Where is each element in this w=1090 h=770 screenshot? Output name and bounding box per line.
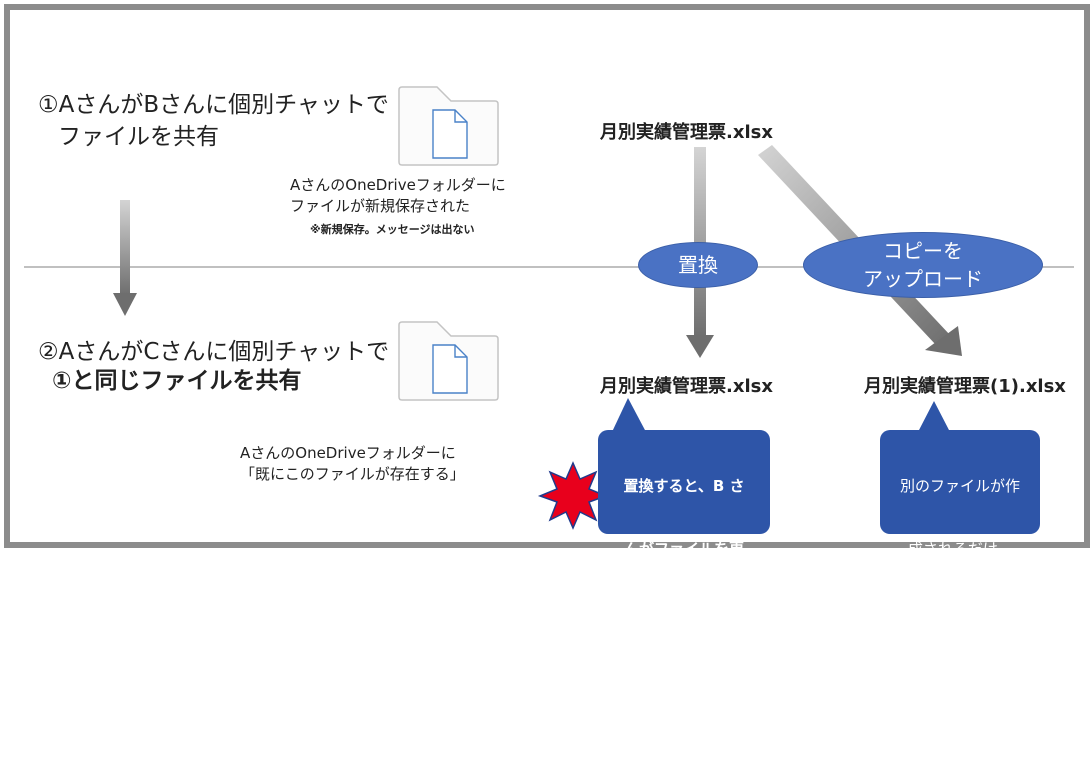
document-icon bbox=[432, 109, 468, 159]
replace-callout-line4: 更新内容が上書き bbox=[623, 666, 744, 684]
replace-callout-line2: んがファイルを更 bbox=[623, 540, 744, 558]
step-arrow-icon bbox=[113, 200, 137, 316]
replace-label: 置換 bbox=[638, 242, 758, 288]
file-replaced: 月別実績管理票.xlsx bbox=[600, 376, 773, 397]
copy-callout-line1: 別のファイルが作 bbox=[899, 477, 1020, 495]
step1-line1: ①AさんがBさんに個別チャットで bbox=[38, 92, 389, 118]
folder-icon bbox=[398, 321, 499, 401]
step1-small-note: ※新規保存。メッセージは出ない bbox=[310, 223, 475, 236]
diagram-frame bbox=[4, 4, 1090, 548]
file-original: 月別実績管理票.xlsx bbox=[600, 122, 773, 143]
step2-note-line2: 「既にこのファイルが存在する」 bbox=[240, 465, 465, 483]
document-icon bbox=[432, 344, 468, 394]
copy-info-callout: 別のファイルが作 成されるだけ。 （OneDriveの容 量は２ファイル分 消費… bbox=[880, 430, 1040, 747]
step1-line2: ファイルを共有 bbox=[58, 124, 219, 150]
callout-pointer bbox=[918, 401, 950, 432]
step2-note-line1: AさんのOneDriveフォルダーに bbox=[240, 444, 456, 462]
file-copied: 月別実績管理票(1).xlsx bbox=[864, 376, 1066, 397]
step2-line2: ①と同じファイルを共有 bbox=[52, 368, 302, 394]
copy-callout-line2: 成されるだけ。 bbox=[907, 540, 1013, 558]
step1-note-line1: AさんのOneDriveフォルダーに bbox=[290, 176, 506, 194]
replace-warning-callout: 置換すると、B さ んがファイルを更 新していた場合、 更新内容が上書き で消え… bbox=[598, 430, 770, 747]
copy-callout-line4: 量は２ファイル分 bbox=[899, 666, 1020, 684]
replace-callout-line3: 新していた場合、 bbox=[624, 603, 744, 621]
copy-upload-label: コピーを アップロード bbox=[803, 232, 1043, 298]
replace-callout-line1: 置換すると、B さ bbox=[623, 477, 745, 495]
copy-callout-line5: 消費する） bbox=[922, 729, 998, 747]
step1-note-line2: ファイルが新規保存された bbox=[290, 197, 471, 215]
callout-pointer bbox=[612, 398, 646, 432]
folder-icon bbox=[398, 86, 499, 166]
copy-callout-line3: （OneDriveの容 bbox=[898, 603, 1022, 621]
burst-icon bbox=[537, 461, 609, 530]
replace-callout-line5: で消えてしまう bbox=[631, 729, 737, 747]
step2-line1: ②AさんがCさんに個別チャットで bbox=[38, 339, 390, 365]
